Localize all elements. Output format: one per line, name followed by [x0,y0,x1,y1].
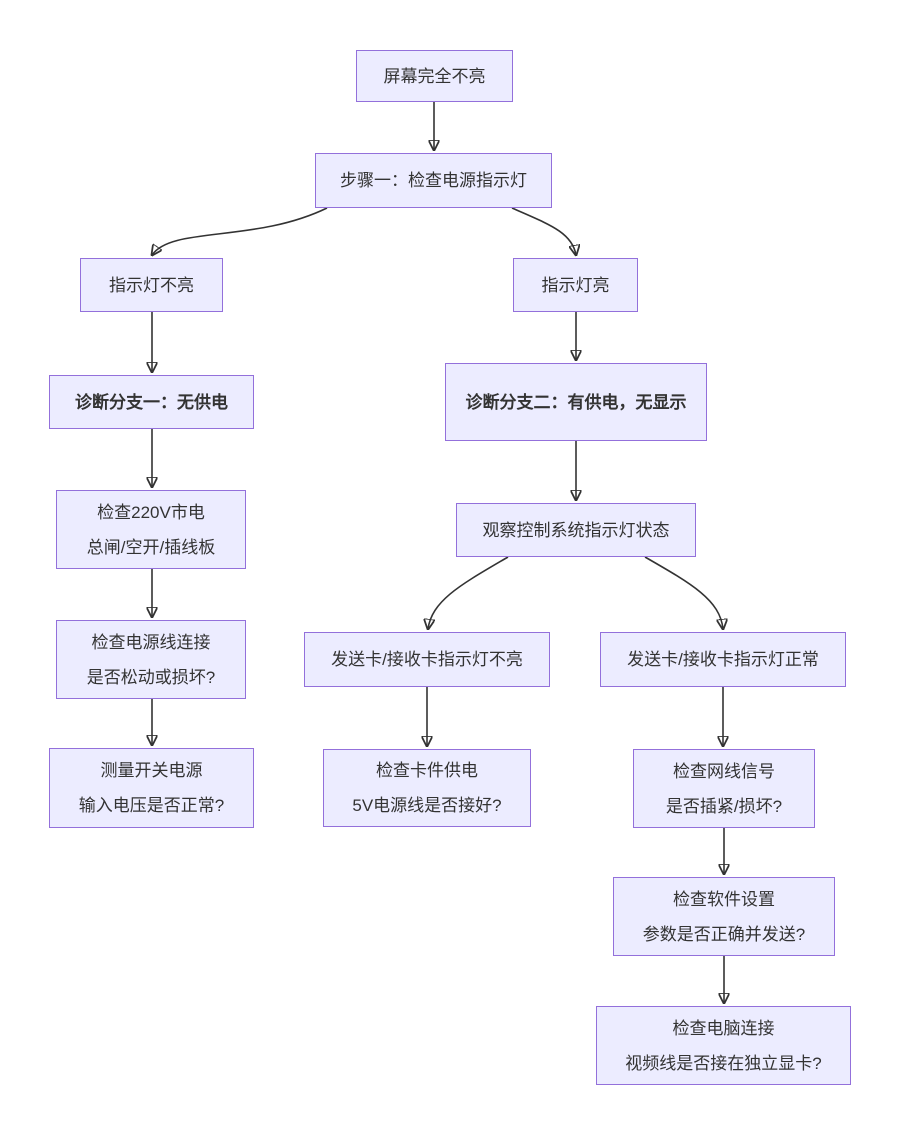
node-light-off: 指示灯不亮 [80,258,223,312]
edge-step1-light-on [511,207,576,255]
node-light-on: 指示灯亮 [513,258,638,312]
node-branch2: 诊断分支二：有供电，无显示 [445,363,707,441]
node-step1: 步骤一：检查电源指示灯 [315,153,552,208]
node-check-power-cable: 检查电源线连接 是否松动或损坏? [56,620,246,699]
node-check-software: 检查软件设置 参数是否正确并发送? [613,877,835,956]
node-measure-psu: 测量开关电源 输入电压是否正常? [49,748,254,828]
edge-observe-card-led-normal [644,556,723,629]
node-screen-dark: 屏幕完全不亮 [356,50,513,102]
node-check-card-power: 检查卡件供电 5V电源线是否接好? [323,749,531,827]
node-check-network-cable: 检查网线信号 是否插紧/损坏? [633,749,815,828]
edge-step1-light-off [152,207,328,255]
node-branch1: 诊断分支一：无供电 [49,375,254,429]
node-check-pc-connection: 检查电脑连接 视频线是否接在独立显卡? [596,1006,851,1085]
node-check-mains: 检查220V市电 总闸/空开/插线板 [56,490,246,569]
edge-observe-card-led-off [428,556,509,629]
node-observe-control: 观察控制系统指示灯状态 [456,503,696,557]
node-card-led-normal: 发送卡/接收卡指示灯正常 [600,632,846,687]
node-card-led-off: 发送卡/接收卡指示灯不亮 [304,632,550,687]
